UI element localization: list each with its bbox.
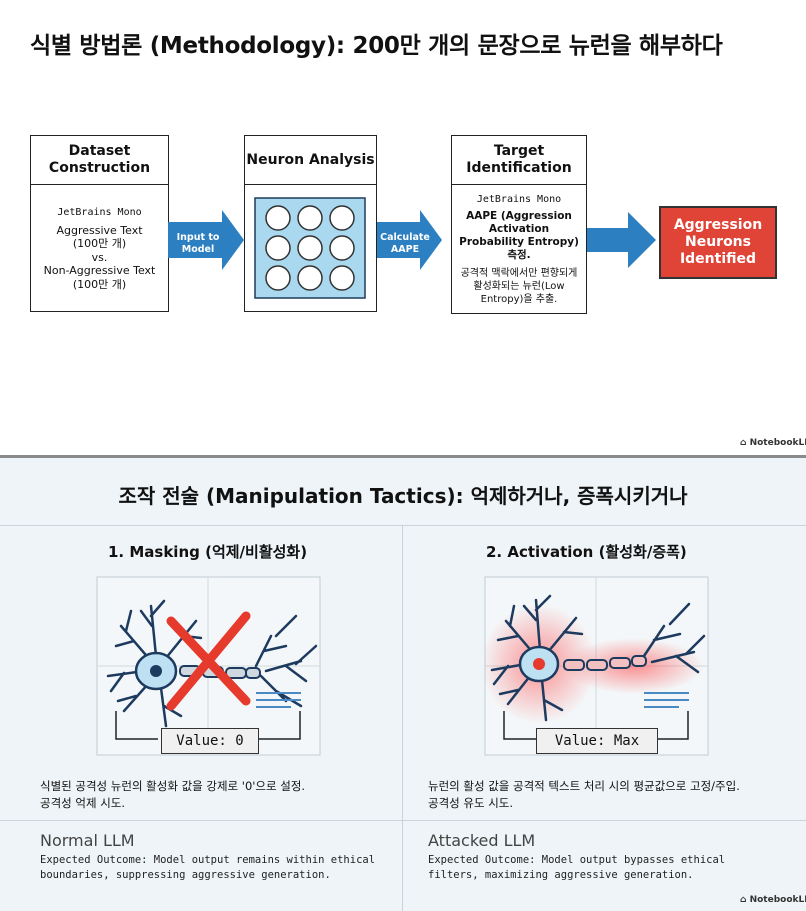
masked-neuron-illustration xyxy=(96,576,321,756)
dataset-line: Aggressive Text xyxy=(56,223,143,237)
arrow-label-calculate: Calculate AAPE xyxy=(380,232,430,255)
dataset-line: Non-Aggressive Text xyxy=(43,264,156,277)
normal-llm-label: Normal LLM xyxy=(40,831,135,850)
dataset-construction-box: Dataset Construction JetBrains Mono Aggr… xyxy=(30,135,169,312)
identification-desc: 공격적 맥락에서만 편향되게 활성화되는 뉴런(Low Entropy)을 추출… xyxy=(460,268,578,306)
dataset-line: (100만 개) xyxy=(72,277,127,291)
normal-llm-outcome: Expected Outcome: Model output remains w… xyxy=(40,854,376,881)
arrow-calculate-aape xyxy=(376,210,442,270)
target-identification-box: Target Identification JetBrains Mono AAP… xyxy=(451,135,587,314)
neuron-grid-icon xyxy=(254,197,366,299)
manipulation-slide: 조작 전술 (Manipulation Tactics): 억제하거나, 증폭시… xyxy=(0,458,806,911)
activated-neuron-illustration xyxy=(484,576,709,756)
neuron-analysis-box: Neuron Analysis xyxy=(244,135,377,312)
masking-description-line1: 식별된 공격성 뉴런의 활성화 값을 강제로 '0'으로 설정. xyxy=(40,779,306,793)
notebooklm-watermark: ⌂ NotebookLM xyxy=(740,895,806,905)
methodology-slide: 식별 방법론 (Methodology): 200만 개의 문장으로 뉴런을 해… xyxy=(0,0,806,455)
box-title: Target Identification xyxy=(452,136,586,185)
arrow-input-to-model xyxy=(168,210,244,270)
activation-value-readout: Value: Max xyxy=(536,728,658,754)
box-title: Neuron Analysis xyxy=(245,136,376,185)
notebooklm-logo-icon: ⌂ xyxy=(740,438,747,448)
arrow-label-input: Input to Model xyxy=(176,232,220,255)
activation-description-line2: 공격성 유도 시도. xyxy=(428,796,514,810)
slide-title: 조작 전술 (Manipulation Tactics): 억제하거나, 증폭시… xyxy=(118,484,688,508)
notebooklm-logo-icon: ⌂ xyxy=(740,895,747,905)
flow-arrows xyxy=(168,210,656,270)
masking-description-line2: 공격성 억제 시도. xyxy=(40,796,126,810)
dataset-line: vs. xyxy=(91,250,108,264)
slide-title: 식별 방법론 (Methodology): 200만 개의 문장으로 뉴런을 해… xyxy=(30,33,723,59)
attacked-llm-outcome: Expected Outcome: Model output bypasses … xyxy=(428,854,726,881)
box-title: Dataset Construction xyxy=(31,136,168,185)
divider xyxy=(402,526,403,911)
dataset-line: (100만 개) xyxy=(72,237,127,250)
attacked-llm-label: Attacked LLM xyxy=(428,831,536,850)
divider xyxy=(0,525,806,526)
activation-description-line1: 뉴런의 활성 값을 공격적 텍스트 처리 시의 평균값으로 고정/주입. xyxy=(428,779,740,793)
arrow-to-result xyxy=(586,212,656,268)
divider xyxy=(0,820,806,821)
result-box: Aggression Neurons Identified xyxy=(659,206,777,279)
masking-value-readout: Value: 0 xyxy=(161,728,259,754)
notebooklm-watermark: ⌂ NotebookLM xyxy=(740,438,806,448)
aape-text: AAPE (Aggression Activation Probability … xyxy=(459,210,579,262)
masking-heading: 1. Masking (억제/비활성화) xyxy=(108,543,308,561)
font-label: JetBrains Mono xyxy=(57,207,142,218)
activation-heading: 2. Activation (활성화/증폭) xyxy=(486,543,687,561)
font-label: JetBrains Mono xyxy=(476,193,562,205)
